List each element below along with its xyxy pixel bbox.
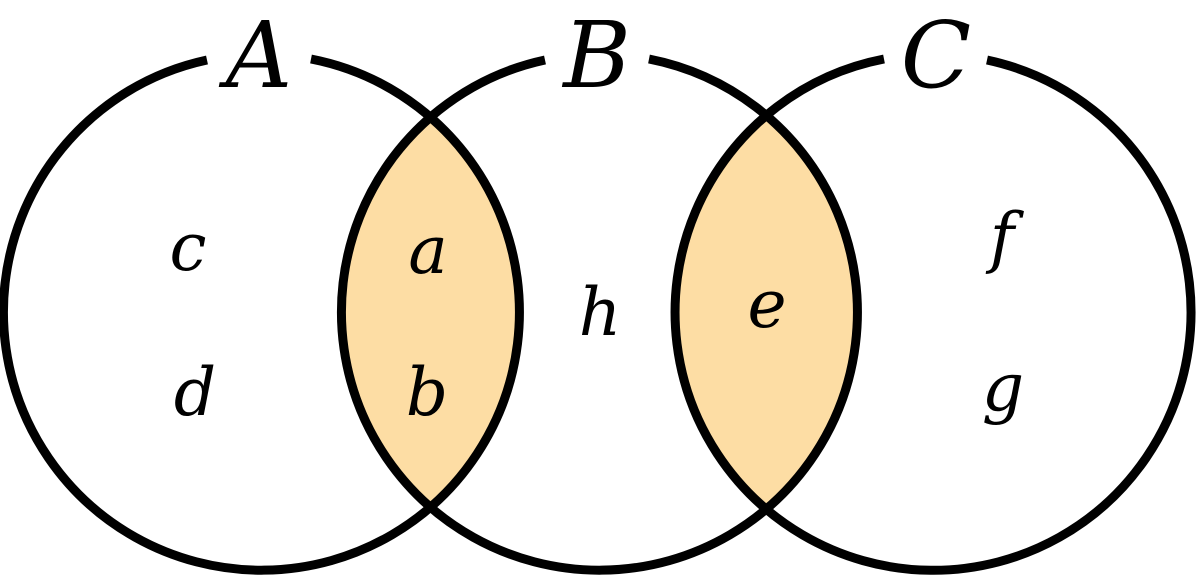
element-b: b bbox=[406, 354, 448, 431]
circle-c-outline bbox=[670, 54, 1196, 575]
element-f: f bbox=[985, 199, 1025, 276]
element-d: d bbox=[174, 354, 216, 431]
intersection-b-c bbox=[678, 54, 857, 570]
element-g: g bbox=[982, 349, 1024, 426]
element-c: c bbox=[170, 209, 207, 286]
knockout-a bbox=[207, 30, 311, 96]
knockout-c bbox=[884, 30, 988, 96]
circle-b-outline bbox=[336, 54, 862, 575]
set-outlines bbox=[0, 54, 1196, 575]
set-label-c: C bbox=[901, 2, 971, 109]
set-labels: A B C bbox=[218, 2, 971, 109]
element-e: e bbox=[747, 266, 786, 343]
circle-a-outline bbox=[0, 54, 524, 575]
set-elements: c d a b h e f g bbox=[170, 199, 1025, 431]
element-h: h bbox=[579, 274, 622, 351]
label-knockouts bbox=[207, 30, 988, 96]
knockout-b bbox=[545, 30, 649, 96]
element-a: a bbox=[408, 212, 447, 289]
set-label-b: B bbox=[561, 2, 631, 109]
set-label-a: A bbox=[218, 2, 292, 109]
intersection-a-b bbox=[341, 54, 520, 570]
highlight-regions bbox=[341, 54, 857, 570]
